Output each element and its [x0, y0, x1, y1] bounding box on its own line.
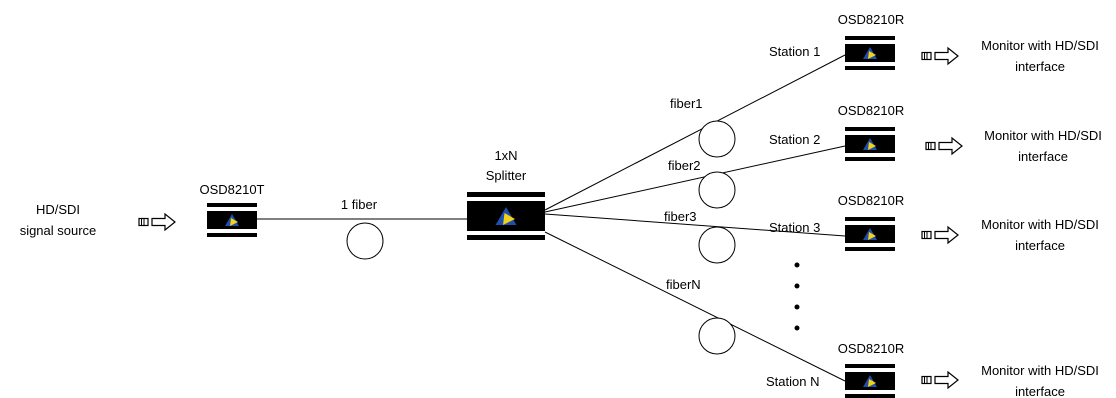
monitor-n-connector-icon — [921, 371, 959, 389]
receiver-2-device-icon — [845, 127, 895, 161]
receiver-1-label: OSD8210R — [838, 12, 904, 27]
station-1-label: Station 1 — [769, 44, 820, 59]
station-3-label: Station 3 — [769, 220, 820, 235]
receiver-3-device-icon — [845, 217, 895, 251]
splitter-label-line1: 1xN — [494, 148, 517, 163]
transmitter-label: OSD8210T — [199, 182, 264, 197]
receiver-3-label: OSD8210R — [838, 193, 904, 208]
receiver-1-device-icon — [845, 36, 895, 70]
transmitter-device-icon — [207, 203, 257, 237]
receiver-n-device-icon — [845, 364, 895, 398]
fiber3-coil-icon — [698, 226, 736, 264]
monitor-n-label-line1: Monitor with HD/SDI — [981, 363, 1099, 378]
monitor-1-connector-icon — [921, 47, 959, 65]
fiberN-label: fiberN — [666, 277, 701, 292]
monitor-2-label-line2: interface — [1018, 149, 1068, 164]
fiber3-label: fiber3 — [664, 209, 697, 224]
trunk-fiber-label: 1 fiber — [341, 197, 378, 212]
monitor-n-label-line2: interface — [1015, 384, 1065, 398]
splitter-label-line2: Splitter — [486, 168, 527, 183]
monitor-3-label-line1: Monitor with HD/SDI — [981, 217, 1099, 232]
branch-2-line — [544, 145, 846, 213]
branch-n-line — [544, 231, 846, 382]
branch-3-line — [544, 213, 846, 237]
monitor-1-label-line2: interface — [1015, 59, 1065, 74]
station-n-label: Station N — [766, 374, 819, 389]
fiberN-coil-icon — [698, 317, 736, 355]
source-label-line1: HD/SDI — [36, 202, 80, 217]
source-connector-icon — [138, 213, 176, 231]
station-2-label: Station 2 — [769, 132, 820, 147]
receiver-n-label: OSD8210R — [838, 341, 904, 356]
fiber1-coil-icon — [698, 120, 736, 158]
fiber2-coil-icon — [698, 171, 736, 209]
fiber1-label: fiber1 — [670, 96, 703, 111]
branch-1-line — [544, 54, 846, 211]
monitor-1-label-line1: Monitor with HD/SDI — [981, 38, 1099, 53]
monitor-2-connector-icon — [925, 137, 963, 155]
monitor-3-label-line2: interface — [1015, 238, 1065, 253]
monitor-2-label-line1: Monitor with HD/SDI — [984, 128, 1102, 143]
trunk-fiber-coil-icon — [346, 222, 384, 260]
more-stations-ellipsis — [794, 262, 800, 331]
fiber2-label: fiber2 — [668, 158, 701, 173]
splitter-device-icon — [467, 192, 545, 240]
receiver-2-label: OSD8210R — [838, 103, 904, 118]
monitor-3-connector-icon — [921, 226, 959, 244]
source-label-line2: signal source — [20, 223, 97, 238]
